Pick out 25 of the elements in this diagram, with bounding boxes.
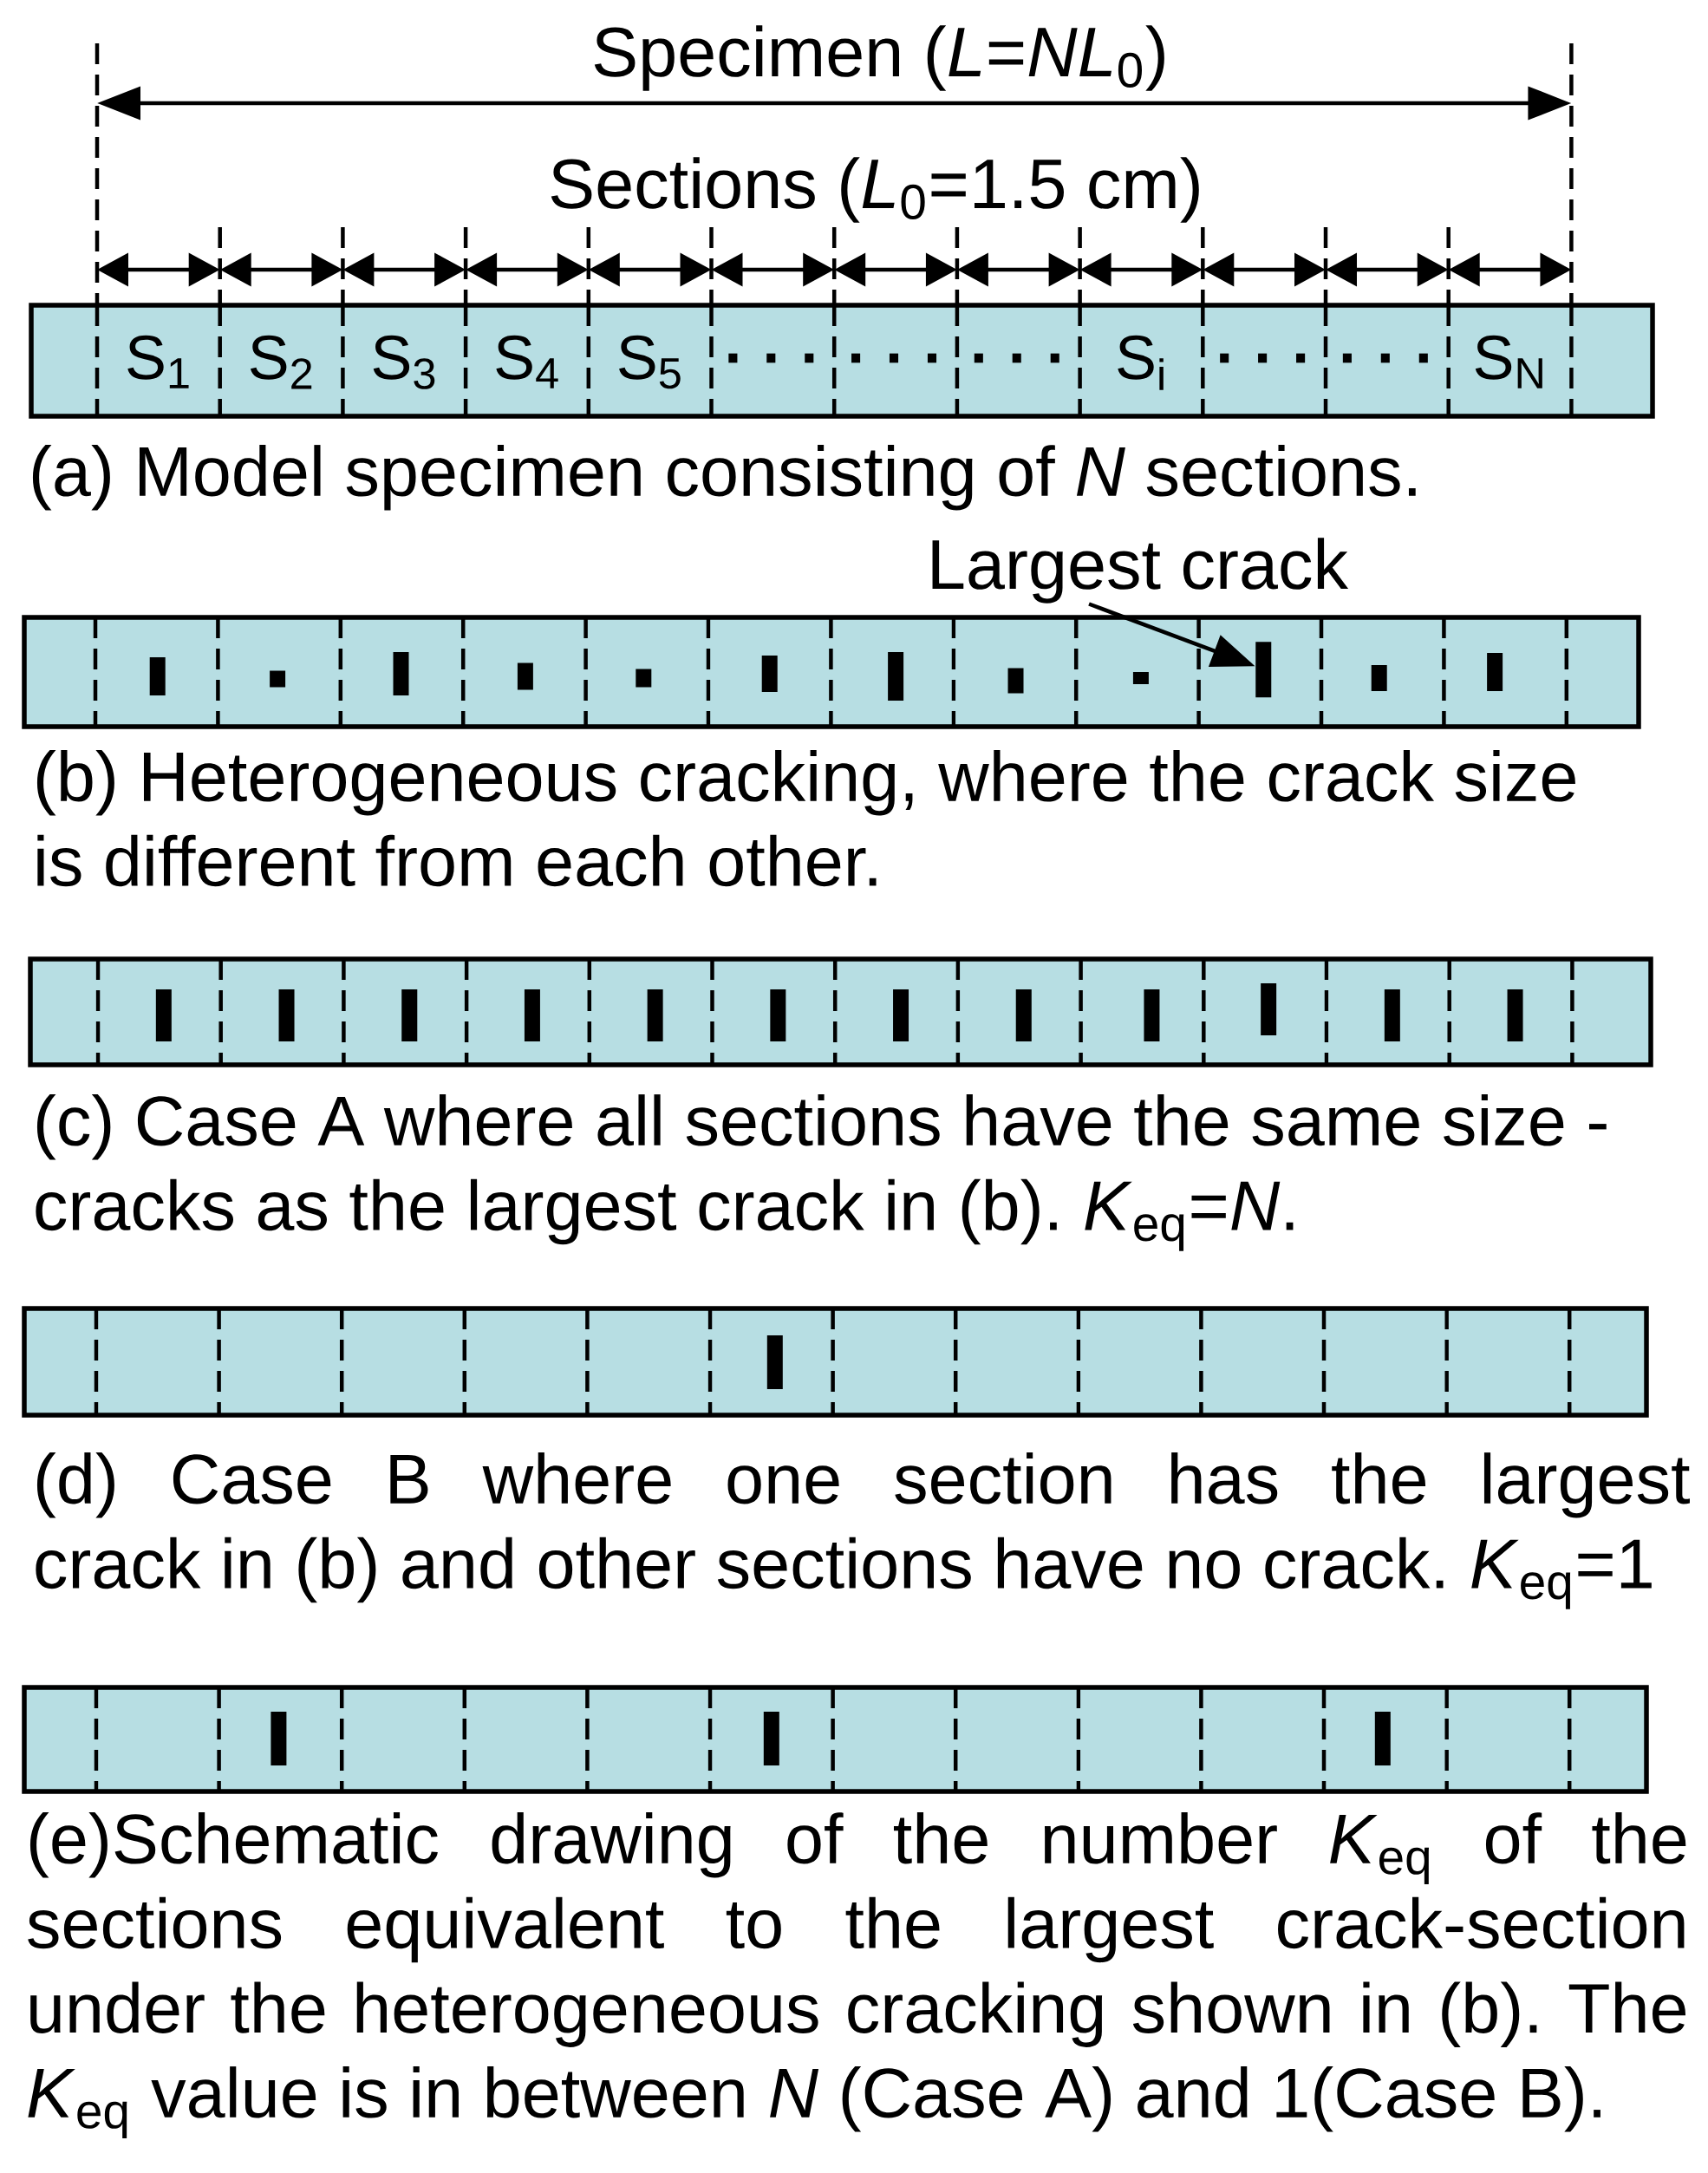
dimension-label: Sections (L$_{0}$=1.5 cm): [551, 157, 1199, 223]
specimen-bar: [22, 1685, 1649, 1794]
description-text: (a) Model specimen consisting of N sections.: [32, 445, 1416, 511]
section-label: S$_{2}$: [250, 335, 312, 389]
ellipsis: · · ·: [728, 353, 814, 363]
description-text: (c) Case A where all sections have the same size - cracks as the largest crack in (b). K$_{eq}$=N.: [36, 1094, 1607, 1251]
description-text: (e)Schematic drawing of the number K$_{eq}$ of the sections equivalent to the largest crack-section under the heterogeneous cracking shown in (b). The K$_{eq}$ value is in between N (Case A) and 1(Case B).: [28, 1812, 1686, 2138]
callout-text: Largest crack: [932, 538, 1349, 604]
ellipsis: · · ·: [1342, 353, 1428, 363]
description-text: (d) Case B where one section has the largest crack in (b) and other sections have no crack. K$_{eq}$=1: [36, 1452, 1690, 1609]
section-label: S$_{i}$: [1118, 335, 1164, 390]
ellipsis: · · ·: [974, 353, 1059, 363]
ellipsis: · · ·: [1220, 353, 1306, 363]
specimen-bar: [22, 615, 1641, 729]
specimen-bar: [28, 956, 1653, 1067]
crack-mark: [1255, 642, 1272, 698]
section-label: S$_{5}$: [619, 335, 681, 389]
dimension-label: Specimen (L=NL$_{0}$): [594, 25, 1164, 91]
section-label: S$_{N}$: [1475, 335, 1542, 388]
section-label: S$_{1}$: [127, 335, 189, 388]
section-label: S$_{3}$: [373, 335, 435, 389]
description-text: (b) Heterogeneous cracking, where the crack size is different from each other.: [36, 750, 1575, 887]
section-label: S$_{4}$: [496, 335, 558, 388]
ellipsis: · · ·: [851, 353, 937, 363]
specimen-bar: [22, 1306, 1649, 1418]
